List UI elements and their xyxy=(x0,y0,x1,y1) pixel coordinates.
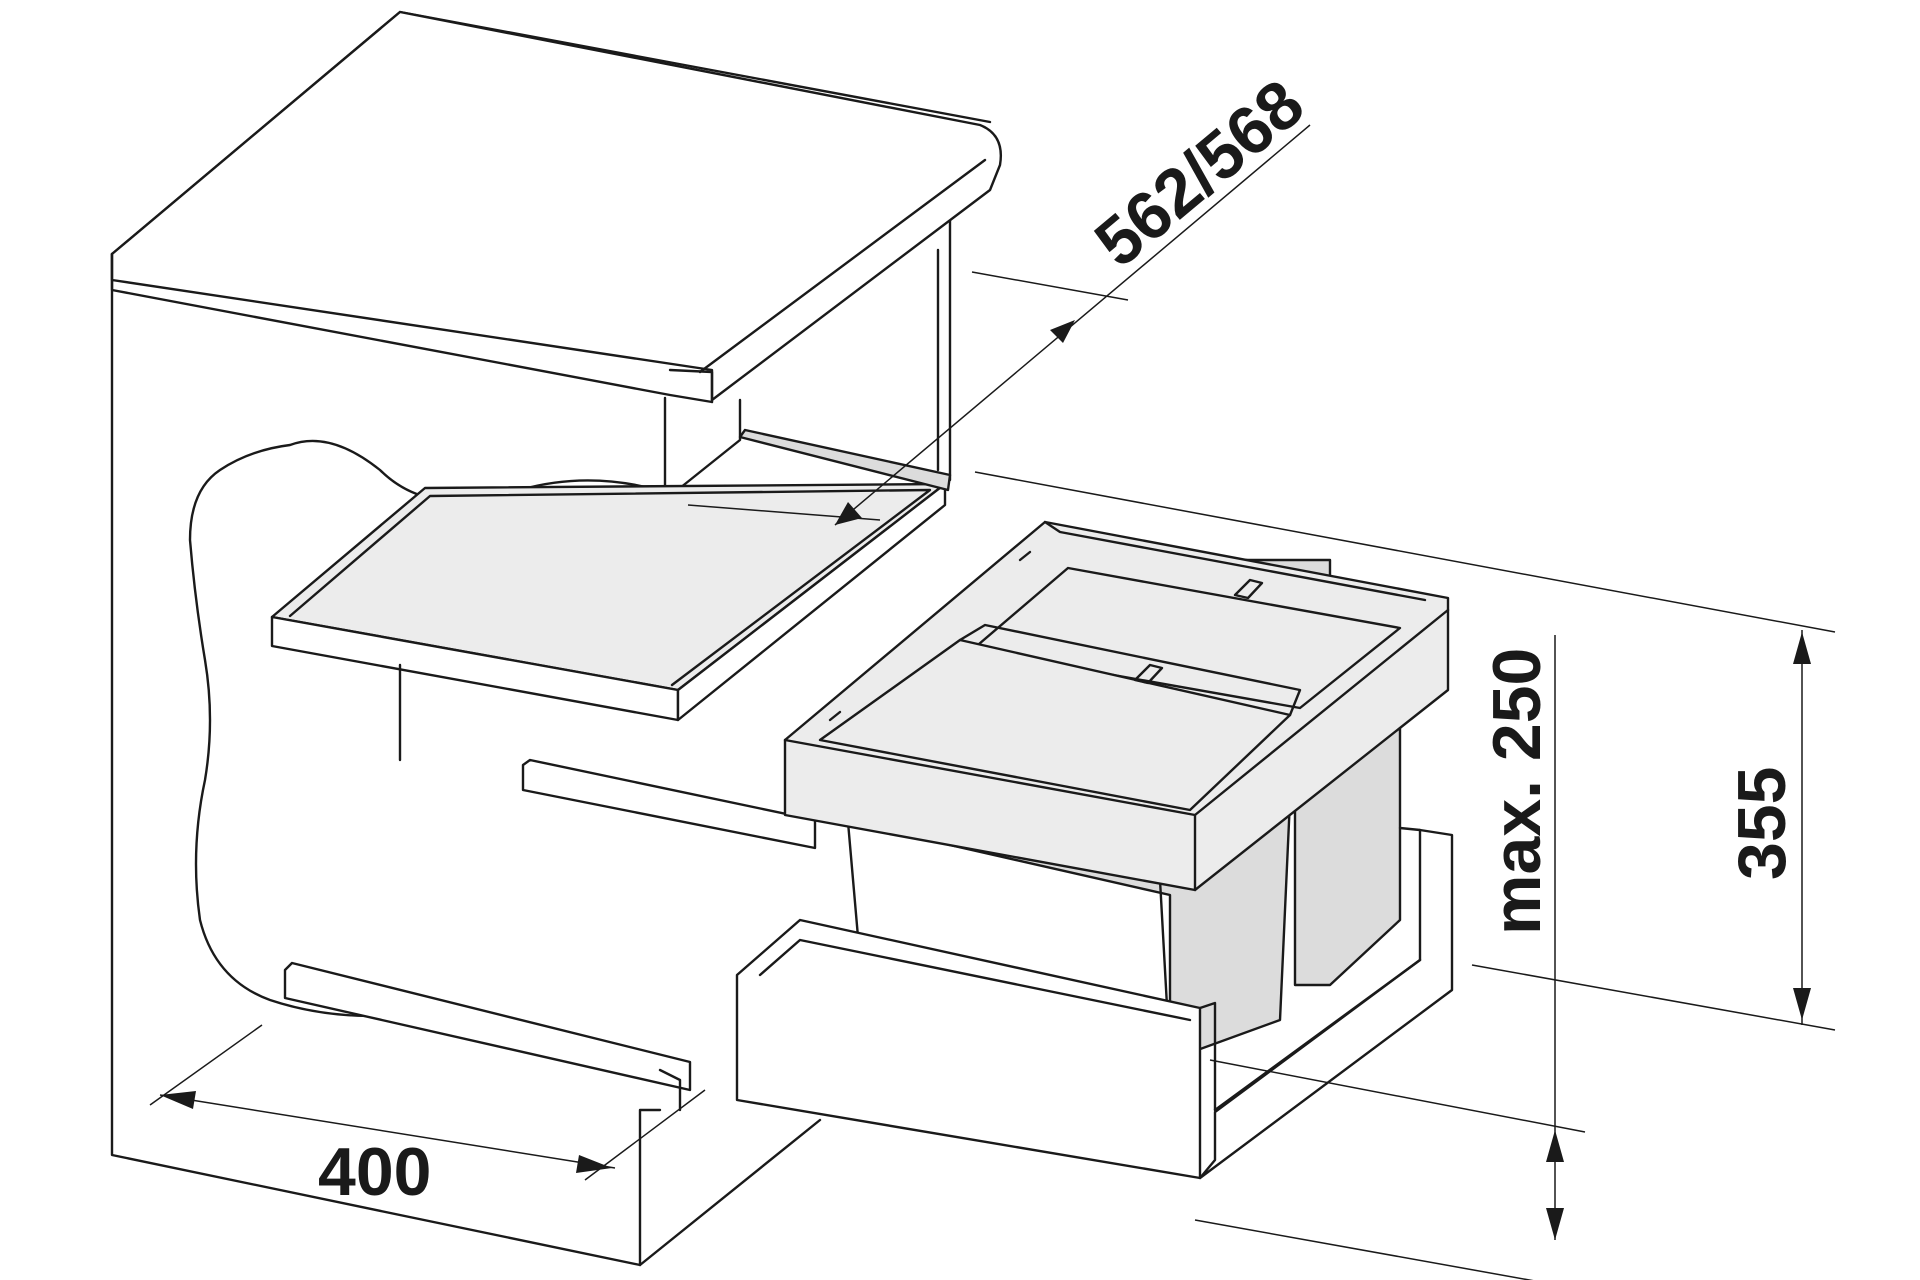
base-sled xyxy=(735,826,1454,1180)
total-height-extension-bottom xyxy=(1471,964,1836,1031)
upper-runner-rail xyxy=(521,758,817,850)
worktop-top-face xyxy=(110,10,1002,402)
cabinet-base-edge xyxy=(638,1118,822,1267)
bin-height-arrow-bottom xyxy=(1546,1208,1564,1240)
worktop-apron-bottom xyxy=(663,398,742,502)
dimension-total-height: 355 xyxy=(974,471,1836,1031)
pullout-bin-frame xyxy=(783,520,1450,1062)
rear-bin-clip xyxy=(1233,578,1264,600)
sled-corner xyxy=(1198,1001,1217,1112)
lower-runner-end xyxy=(658,1068,682,1112)
sled-side-frame xyxy=(1198,828,1454,1180)
depth-label: 562/568 xyxy=(1081,65,1318,281)
depth-arrow-top xyxy=(1050,320,1075,343)
bin-frame-right-edge xyxy=(1193,608,1450,817)
bin-divider-rail xyxy=(958,623,1302,717)
dimension-bin-height: max. 250 xyxy=(1194,635,1586,1280)
frame-corner-detail xyxy=(1018,550,1032,562)
frame-corner-detail-2 xyxy=(828,710,842,722)
bin-height-label: max. 250 xyxy=(1479,648,1555,935)
depth-arrow-bottom xyxy=(835,502,862,525)
worktop-front-corner xyxy=(668,368,714,404)
sled-front-panel xyxy=(735,918,1202,1180)
upper-slide-rail xyxy=(738,428,952,492)
total-height-arrow-bottom xyxy=(1793,988,1811,1020)
bin-frame-back-edge xyxy=(1043,520,1427,602)
upper-tray-side xyxy=(676,482,947,722)
sled-inner-edge xyxy=(758,938,1192,1022)
total-height-label: 355 xyxy=(1724,767,1800,880)
front-bin-clip xyxy=(1133,663,1164,685)
worktop-front-edge xyxy=(110,252,714,404)
bin-height-arrow-top xyxy=(1546,1130,1564,1162)
rear-bin-opening xyxy=(970,566,1402,710)
width-extension-left xyxy=(149,1024,263,1106)
sled-inner-bottom xyxy=(1213,958,1422,1112)
worktop-side-edge xyxy=(698,158,987,374)
runner-rails xyxy=(283,758,817,1112)
bin-height-extension-floor xyxy=(1194,1219,1534,1280)
width-dimension-line xyxy=(159,1094,616,1169)
total-height-extension-top xyxy=(974,471,1836,633)
depth-dimension-line xyxy=(834,124,1311,526)
lower-runner-rail xyxy=(283,961,692,1092)
cabinet-left-side xyxy=(110,252,662,1267)
width-arrow-left xyxy=(160,1091,196,1109)
bin-height-extension-bottom xyxy=(1209,1059,1586,1133)
worktop xyxy=(110,10,1002,502)
width-label: 400 xyxy=(318,1134,431,1210)
depth-extension-top xyxy=(971,271,1129,301)
total-height-arrow-top xyxy=(1793,632,1811,664)
width-extension-right xyxy=(584,1089,706,1181)
upper-tray-inner-rim xyxy=(288,488,932,687)
upper-tray xyxy=(270,428,952,762)
dimension-width: 400 xyxy=(149,1024,706,1210)
width-arrow-right xyxy=(576,1155,612,1173)
sled-side-top xyxy=(1398,826,1422,832)
